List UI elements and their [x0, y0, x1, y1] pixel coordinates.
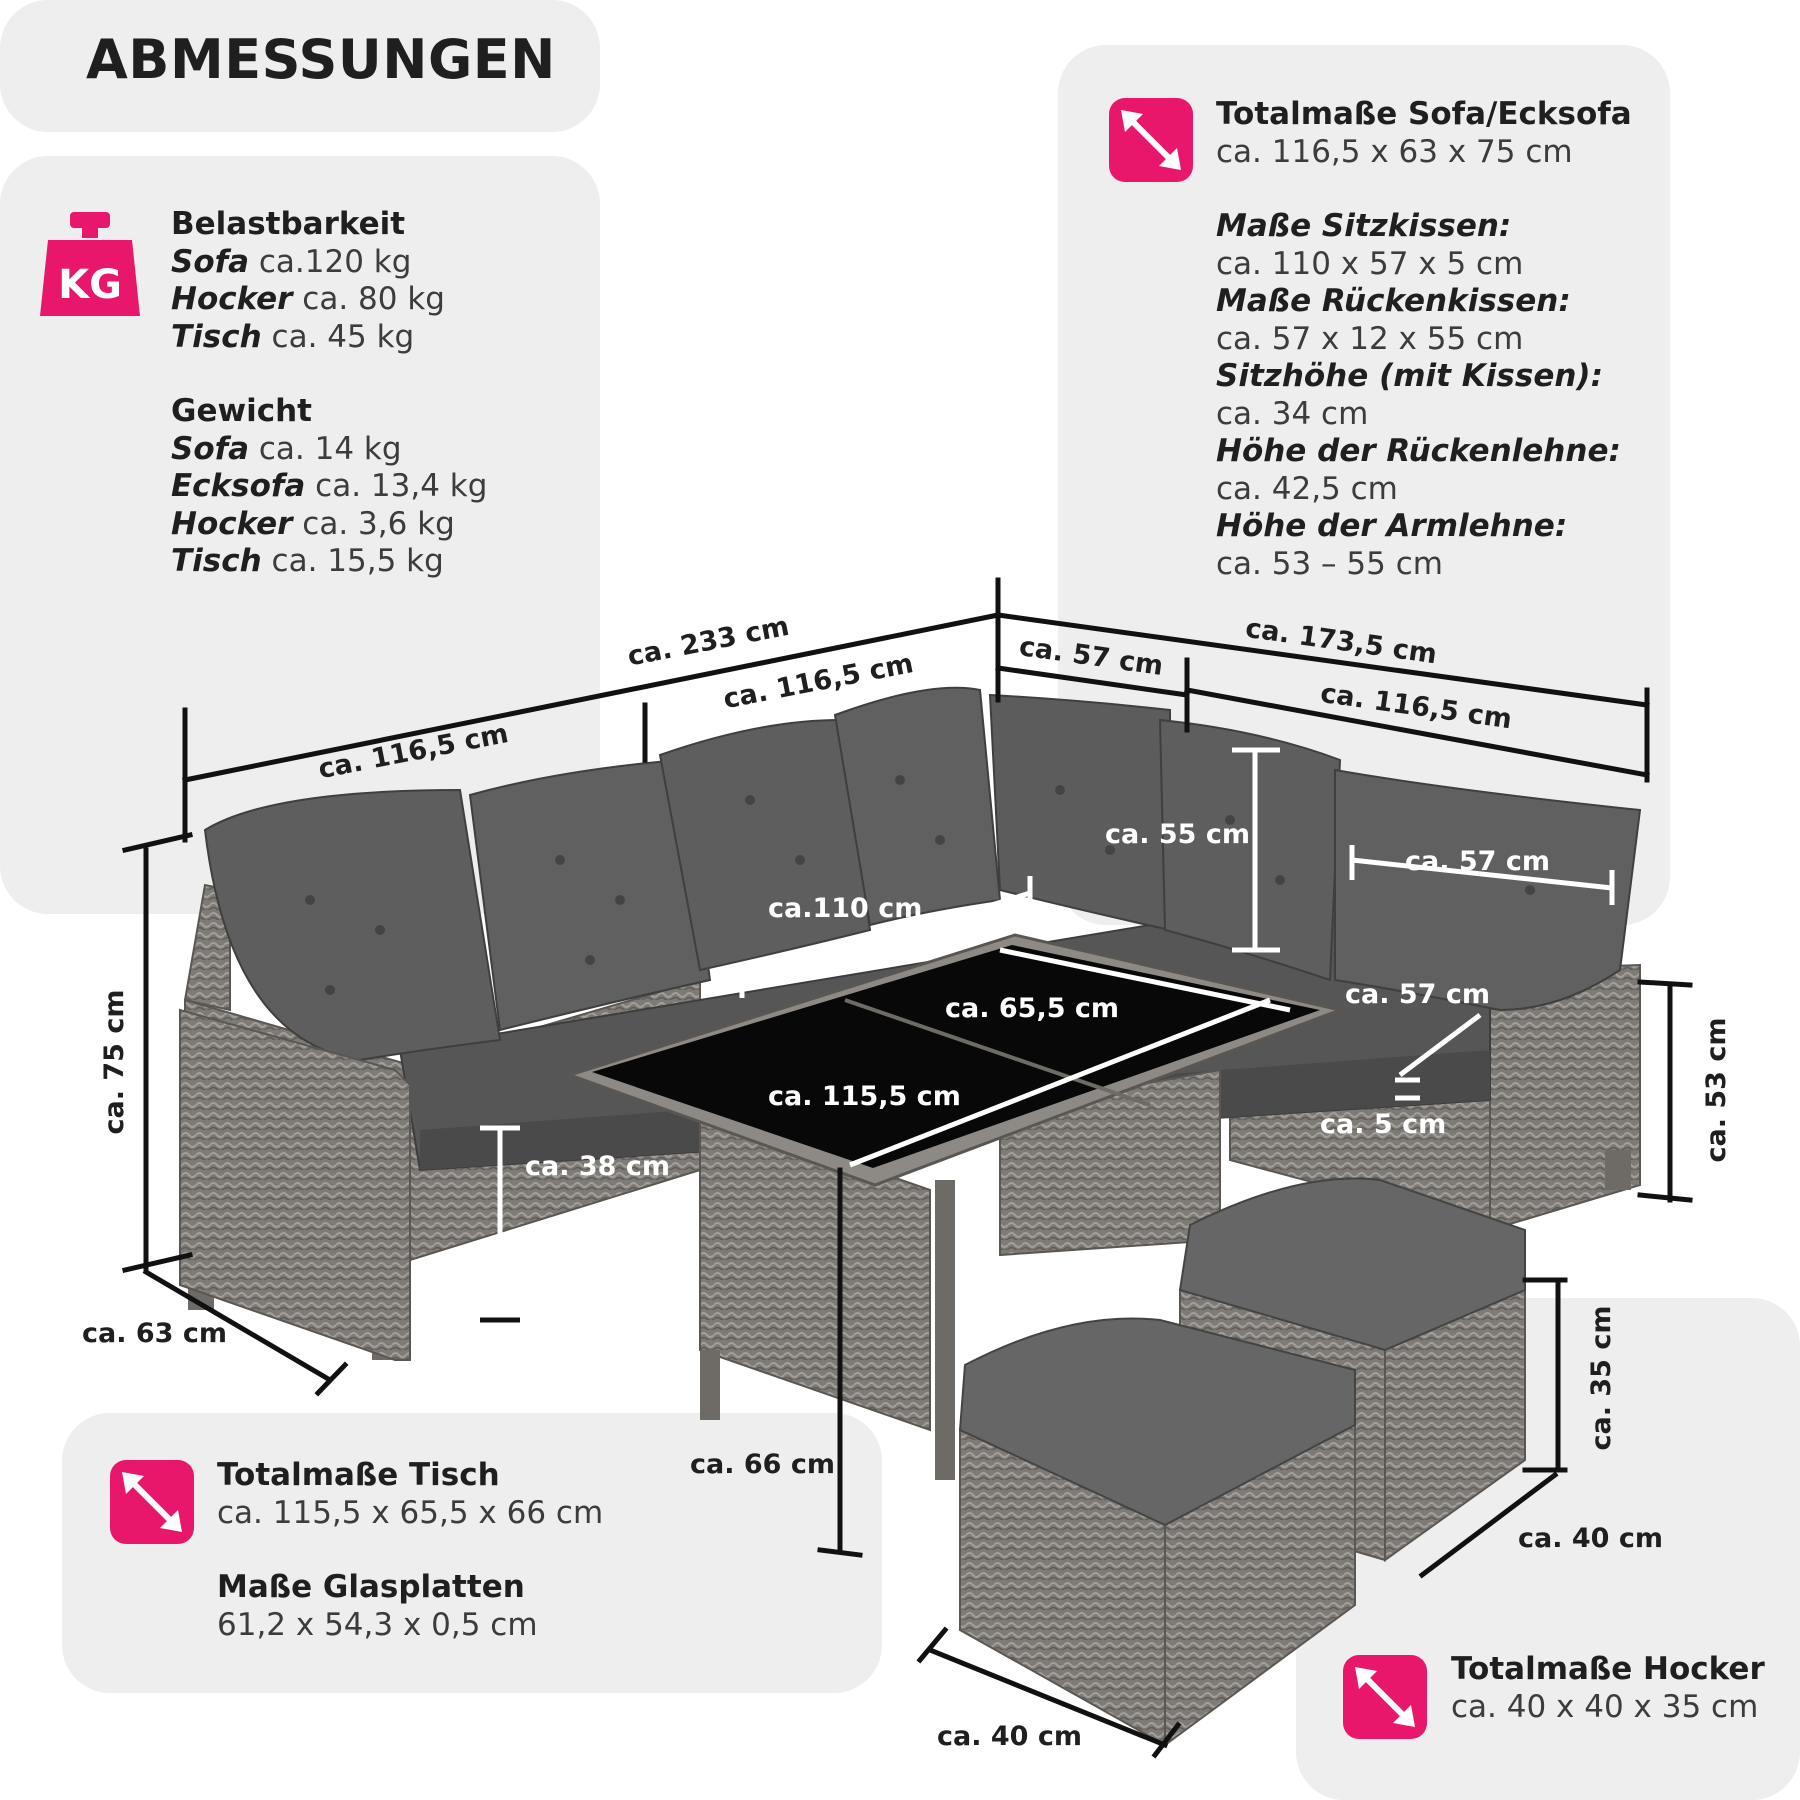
glass-value: 61,2 x 54,3 x 0,5 cm: [217, 1606, 538, 1643]
stool-dimensions-text: Totalmaße Hocker ca. 40 x 40 x 35 cm: [1451, 1651, 1765, 1726]
dimension-lines-white: [480, 747, 1615, 1320]
sofa-total-heading: Totalmaße Sofa/Ecksofa: [1216, 96, 1632, 132]
spec-label: Maße Sitzkissen:: [1216, 208, 1512, 244]
spec-value: ca. 53 – 55 cm: [1216, 545, 1443, 582]
dim-sofa-depth: ca. 63 cm: [82, 1318, 227, 1349]
spec-value: ca. 42,5 cm: [1216, 470, 1398, 507]
weight-text: Belastbarkeit Sofa ca.120 kg Hocker ca. …: [171, 206, 487, 581]
capacity-heading: Belastbarkeit: [171, 206, 406, 242]
spec-label: Höhe der Rückenlehne:: [1216, 433, 1621, 469]
sofa-total-value: ca. 116,5 x 63 x 75 cm: [1216, 133, 1573, 170]
weight-heading: Gewicht: [171, 393, 312, 429]
spec-value: ca. 110 x 57 x 5 cm: [1216, 245, 1524, 282]
spec-value: ca. 34 cm: [1216, 395, 1369, 432]
dim-seat-cushion-length: ca.110 cm: [768, 893, 922, 924]
dim-stool-height: ca. 35 cm: [1586, 1306, 1617, 1451]
capacity-row: Hocker ca. 80 kg: [171, 281, 445, 317]
table-dimensions-text: Totalmaße Tisch ca. 115,5 x 65,5 x 66 cm…: [217, 1457, 603, 1644]
spec-value: ca. 57 x 12 x 55 cm: [1216, 320, 1524, 357]
table: [565, 933, 1346, 1480]
weight-row: Sofa ca. 14 kg: [171, 430, 402, 467]
dim-table-depth: ca. 65,5 cm: [945, 993, 1119, 1024]
spec-label: Sitzhöhe (mit Kissen):: [1216, 358, 1603, 394]
diagonal-arrow-icon: [110, 1460, 194, 1544]
dim-stool-depth: ca. 40 cm: [937, 1721, 1082, 1752]
dim-table-length: ca. 115,5 cm: [768, 1081, 961, 1112]
dim-seat-cushion-thickness: ca. 5 cm: [1320, 1109, 1446, 1140]
dimension-lines: [122, 577, 1693, 1759]
stool-total-heading: Totalmaße Hocker: [1451, 1651, 1765, 1687]
weight-row: Ecksofa ca. 13,4 kg: [171, 468, 488, 504]
diagonal-arrow-icon: [1109, 98, 1193, 182]
spec-label: Maße Rückenkissen:: [1216, 283, 1571, 319]
spec-label: Höhe der Armlehne:: [1216, 508, 1568, 544]
diagonal-arrow-icon: [1343, 1655, 1427, 1739]
dim-stool-width: ca. 40 cm: [1518, 1523, 1663, 1554]
kg-weight-icon: KG: [40, 212, 140, 316]
dim-table-height: ca. 66 cm: [690, 1449, 835, 1480]
table-dimensions-panel: [62, 1413, 882, 1693]
svg-text:KG: KG: [58, 262, 122, 308]
capacity-row: Sofa ca.120 kg: [171, 243, 412, 280]
title-panel: [0, 0, 600, 132]
sofa-dimensions-text: Totalmaße Sofa/Ecksofa ca. 116,5 x 63 x …: [1216, 96, 1632, 583]
dim-corner-sofa: ca. 116,5 cm: [1319, 678, 1514, 736]
dim-sofa-height: ca. 75 cm: [99, 990, 130, 1135]
weight-row: Tisch ca. 15,5 kg: [171, 543, 444, 579]
dim-back-cushion-height: ca. 55 cm: [1105, 819, 1250, 850]
stool-total-value: ca. 40 x 40 x 35 cm: [1451, 1688, 1759, 1725]
sofa-armrest-left: [179, 1008, 411, 1361]
glass-heading: Maße Glasplatten: [217, 1569, 525, 1605]
table-total-value: ca. 115,5 x 65,5 x 66 cm: [217, 1494, 604, 1531]
page-title: ABMESSUNGEN: [86, 28, 556, 91]
dim-seat-depth: ca. 57 cm: [1345, 979, 1490, 1010]
weight-row: Hocker ca. 3,6 kg: [171, 505, 455, 542]
dim-armrest-height: ca. 53 cm: [1701, 1018, 1732, 1163]
sofa-back-cushions: [203, 686, 1642, 1062]
table-total-heading: Totalmaße Tisch: [217, 1457, 500, 1493]
dim-back-cushion-width: ca. 57 cm: [1405, 846, 1550, 877]
capacity-row: Tisch ca. 45 kg: [171, 318, 415, 355]
stool-front: [958, 1317, 1356, 1747]
dim-seat-height: ca. 38 cm: [525, 1151, 670, 1182]
dim-sofa-left: ca. 116,5 cm: [316, 718, 511, 785]
